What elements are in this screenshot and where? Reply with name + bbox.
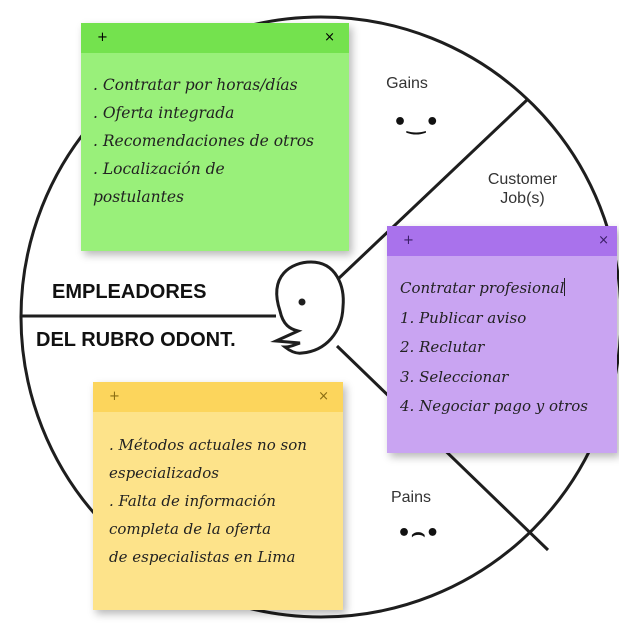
note-line: 4. Negociar pago y otros: [400, 397, 588, 415]
pains-label: Pains: [390, 489, 432, 506]
upper-segment-divider: [335, 97, 530, 282]
pains-note-text[interactable]: . Métodos actuales no son especializados…: [93, 412, 343, 571]
close-icon[interactable]: ×: [598, 233, 609, 248]
note-line: 2. Reclutar: [400, 338, 485, 356]
note-line: especializados: [109, 464, 219, 482]
close-icon[interactable]: ×: [324, 30, 335, 45]
segment-title-line1: EMPLEADORES: [52, 281, 207, 303]
pains-note-header[interactable]: + ×: [93, 382, 343, 412]
jobs-note-text[interactable]: Contratar profesional 1. Publicar aviso …: [387, 256, 617, 422]
gains-note-header[interactable]: + ×: [81, 23, 349, 53]
head-outline: [270, 260, 345, 355]
note-line: postulantes: [93, 188, 184, 206]
customer-jobs-label: Customer Job(s): [470, 170, 575, 208]
add-note-icon[interactable]: +: [403, 233, 414, 248]
text-cursor: [564, 278, 566, 296]
head-eye: [298, 298, 306, 306]
note-line: completa de la oferta: [109, 520, 272, 538]
segment-title-line2: DEL RUBRO ODONT.: [36, 329, 236, 351]
jobs-sticky-note[interactable]: + × Contratar profesional 1. Publicar av…: [387, 226, 617, 453]
gains-note-text[interactable]: . Contratar por horas/días . Oferta inte…: [81, 53, 349, 211]
smile-face-icon: •‿•: [393, 110, 440, 135]
note-line: . Métodos actuales no son: [109, 436, 307, 454]
gains-sticky-note[interactable]: + × . Contratar por horas/días . Oferta …: [81, 23, 349, 251]
add-note-icon[interactable]: +: [97, 30, 108, 45]
jobs-note-header[interactable]: + ×: [387, 226, 617, 256]
note-line: . Falta de información: [109, 492, 276, 510]
note-line: 3. Seleccionar: [400, 367, 509, 386]
close-icon[interactable]: ×: [318, 389, 329, 404]
sad-face-icon: •⌢•: [397, 521, 440, 546]
gains-label: Gains: [386, 75, 428, 92]
note-line: . Localización de: [93, 160, 225, 178]
add-note-icon[interactable]: +: [109, 389, 120, 404]
customer-jobs-label-line2: Job(s): [500, 190, 545, 207]
note-line: . Oferta integrada: [93, 104, 235, 122]
pains-sticky-note[interactable]: + × . Métodos actuales no son especializ…: [93, 382, 343, 610]
customer-jobs-label-line1: Customer: [487, 171, 558, 188]
note-line: 1. Publicar aviso: [400, 308, 527, 327]
note-line: . Recomendaciones de otros: [93, 132, 315, 150]
note-line-text: Contratar profesional: [400, 279, 565, 297]
note-line: Contratar profesional: [400, 274, 607, 304]
note-line: de especialistas en Lima: [109, 548, 296, 566]
note-line: . Contratar por horas/días: [93, 76, 298, 94]
